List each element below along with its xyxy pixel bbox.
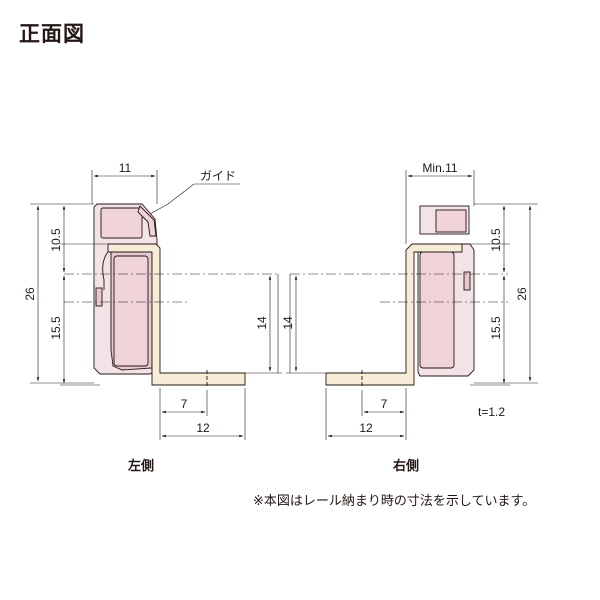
right-side-caption: 右側 (393, 459, 420, 474)
left-guide-label: ガイド (200, 169, 236, 183)
left-dim-upper-height: 10.5 (49, 228, 63, 252)
left-center-lines (64, 273, 278, 303)
left-rail-curve (102, 251, 109, 290)
left-dim-center-height: 14 (255, 316, 269, 330)
left-dim-total-height: 26 (23, 287, 37, 301)
right-assembly (325, 205, 475, 388)
left-guide-hook (137, 205, 157, 237)
page-title: 正面図 (19, 22, 85, 46)
right-dim-center-height: 14 (281, 316, 295, 330)
right-dim-lower-height: 15.5 (489, 316, 503, 340)
thickness-label: t=1.2 (478, 405, 505, 419)
right-dim-upper-height: 10.5 (489, 228, 503, 252)
left-side-caption: 左側 (128, 459, 155, 474)
right-upper-inner (435, 209, 467, 233)
right-dimension-lines (286, 170, 538, 440)
right-rail (325, 243, 463, 386)
left-dim-lower-height: 15.5 (49, 316, 63, 340)
left-dim-width-top: 11 (119, 161, 132, 175)
footnote: ※本図はレール納まり時の寸法を示しています。 (253, 494, 536, 509)
right-dim-total-height: 26 (515, 287, 529, 301)
left-dim-flange-inner: 7 (181, 397, 188, 411)
right-dim-flange-inner: 7 (381, 397, 388, 411)
left-roller (113, 255, 149, 367)
left-dim-flange-outer: 12 (196, 421, 210, 435)
right-dim-width-top: Min.11 (422, 161, 457, 175)
left-guide-block (100, 207, 143, 239)
right-notch (463, 271, 471, 291)
right-roller (419, 251, 455, 369)
left-rail (107, 243, 246, 386)
right-center-lines (290, 273, 508, 303)
left-notch (95, 287, 103, 307)
right-dim-flange-outer: 12 (359, 421, 373, 435)
left-assembly (93, 203, 246, 388)
left-dimension-lines (30, 170, 282, 440)
